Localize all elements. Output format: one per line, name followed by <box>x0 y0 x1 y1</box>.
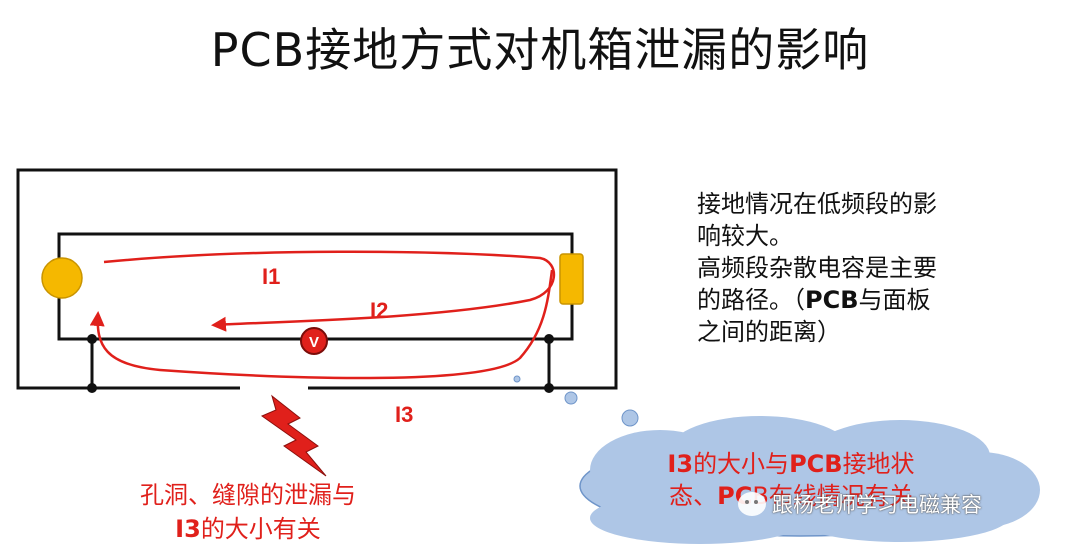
note-line-3: 高频段杂散电容是主要 <box>697 254 937 282</box>
cloud-line-2: 态、PCB布线情况有关 <box>626 480 956 512</box>
slide-title: PCB接地方式对机箱泄漏的影响 <box>210 23 870 77</box>
current-path-i1 <box>103 250 556 332</box>
wechat-icon <box>738 492 766 516</box>
current-path-i3 <box>89 269 554 380</box>
note-line-1: 接地情况在低频段的影 <box>697 190 937 218</box>
cloud-callout <box>579 416 1040 544</box>
bubble-dot-large <box>621 409 639 427</box>
note-line-4-b: PCB <box>805 286 859 314</box>
note-line-2: 响较大。 <box>697 222 793 250</box>
note-line-4-a: 的路径。（ <box>697 286 805 314</box>
caption-line-2-a: I3 <box>175 515 201 543</box>
ground-node-left-bottom <box>87 383 97 393</box>
cloud-line-1-c: PCB <box>789 450 843 478</box>
chassis-outline <box>16 168 618 390</box>
ground-node-right-bottom <box>544 383 554 393</box>
bubble-dot-small <box>513 375 521 383</box>
cloud-line-2-c: B布线情况有关 <box>752 482 913 510</box>
ground-node-left-top <box>87 334 97 344</box>
ground-node-right-top <box>544 334 554 344</box>
note-line-4-c: 与面板 <box>858 286 931 314</box>
current-label-i3: I3 <box>395 402 413 427</box>
cloud-line-1-a: I3 <box>667 450 694 478</box>
explanation-note: 接地情况在低频段的影 响较大。 高频段杂散电容是主要 的路径。（PCB与面板 之… <box>697 188 1027 348</box>
current-label-i1: I1 <box>262 264 280 289</box>
pcb-board <box>57 232 574 341</box>
voltmeter-icon <box>300 327 328 355</box>
cloud-line-1-d: 接地状 <box>842 450 915 478</box>
cloud-text: I3的大小与PCB接地状 态、PCB布线情况有关 <box>626 448 956 512</box>
cloud-line-1: I3的大小与PCB接地状 <box>626 448 956 480</box>
note-line-5: 之间的距离） <box>697 318 841 346</box>
watermark: 跟杨老师学习电磁兼容 <box>738 489 982 519</box>
cloud-line-2-a: 态、 <box>669 482 718 510</box>
note-line-4: 的路径。（PCB与面板 <box>697 284 1027 316</box>
cloud-line-1-b: 的大小与 <box>693 450 790 478</box>
source-component <box>41 257 83 299</box>
leakage-caption: 孔洞、缝隙的泄漏与 I3的大小有关 <box>98 478 398 546</box>
load-component <box>559 253 584 305</box>
caption-line-1: 孔洞、缝隙的泄漏与 <box>140 481 356 509</box>
bubble-dot-medium <box>564 391 578 405</box>
caption-line-2-b: 的大小有关 <box>200 515 321 543</box>
watermark-text: 跟杨老师学习电磁兼容 <box>772 493 982 517</box>
current-label-i2: I2 <box>370 298 388 323</box>
caption-line-2: I3的大小有关 <box>98 512 398 546</box>
leakage-lightning-icon <box>260 394 327 477</box>
voltmeter-label: V <box>309 334 319 351</box>
